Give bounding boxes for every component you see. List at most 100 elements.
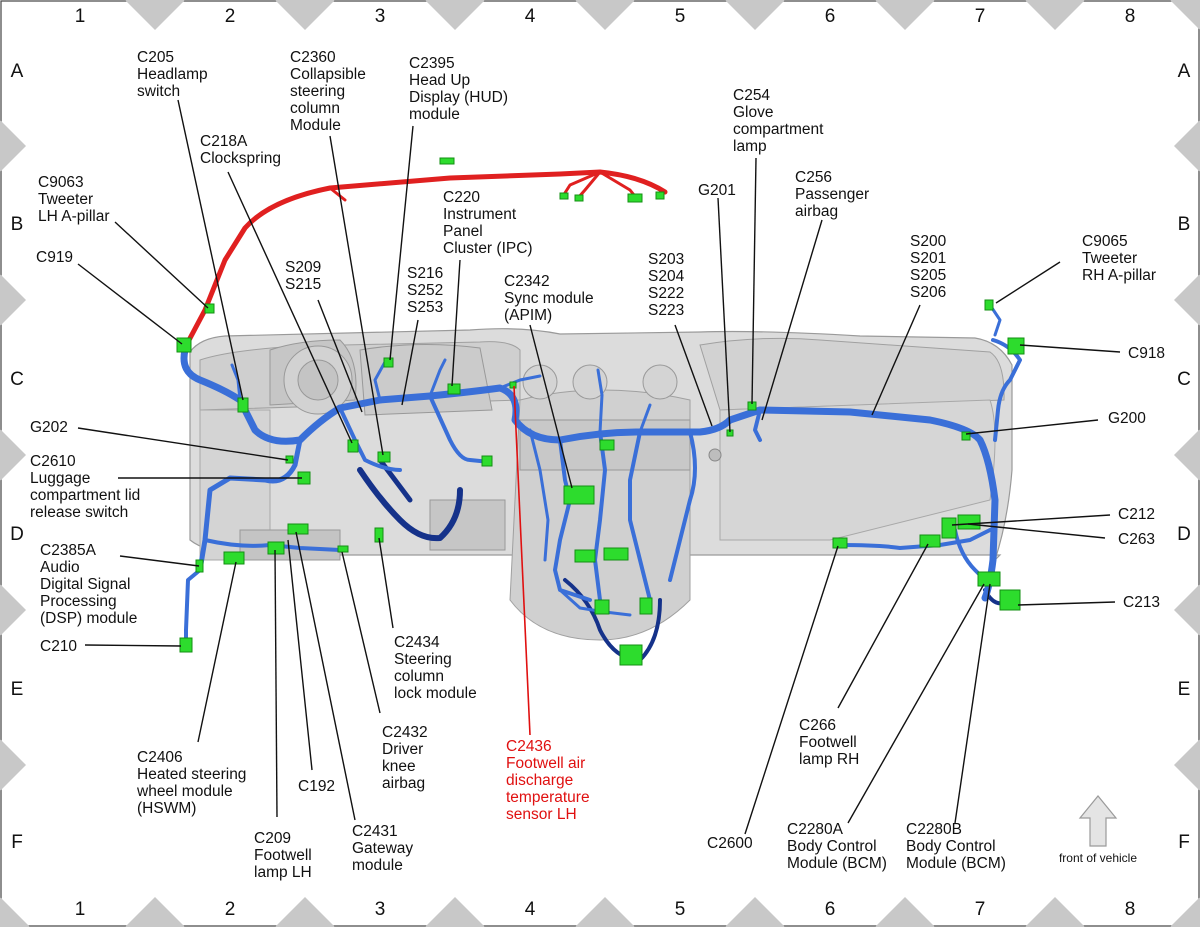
label-c210: C210 bbox=[40, 638, 77, 655]
label-line: C9063 bbox=[38, 174, 84, 191]
connector-c2431 bbox=[287, 523, 309, 535]
label-line: C218A bbox=[200, 133, 248, 150]
label-c918: C918 bbox=[1128, 345, 1165, 362]
grid-marker bbox=[1174, 120, 1200, 172]
label-g200: G200 bbox=[1108, 410, 1146, 427]
label-line: S201 bbox=[910, 250, 946, 267]
label-c213: C213 bbox=[1123, 594, 1160, 611]
label-line: S215 bbox=[285, 276, 321, 293]
label-line: C210 bbox=[40, 638, 77, 655]
connectors bbox=[176, 157, 1025, 666]
front-of-vehicle-label: front of vehicle bbox=[1059, 851, 1137, 865]
label-line: lamp LH bbox=[254, 864, 312, 881]
label-line: Head Up bbox=[409, 72, 470, 89]
grid-marker bbox=[575, 0, 635, 30]
label-line: C192 bbox=[298, 778, 335, 795]
connector-c2395 bbox=[383, 357, 394, 368]
label-line: steering bbox=[290, 83, 345, 100]
label-c192: C192 bbox=[298, 778, 335, 795]
label-line: RH A-pillar bbox=[1082, 267, 1156, 284]
label-line: C2610 bbox=[30, 453, 76, 470]
label-line: (DSP) module bbox=[40, 610, 137, 627]
label-line: C2385A bbox=[40, 542, 97, 559]
label-line: discharge bbox=[506, 772, 573, 789]
label-line: (APIM) bbox=[504, 307, 552, 324]
label-line: Audio bbox=[40, 559, 80, 576]
grid-col-label: 7 bbox=[975, 6, 986, 27]
grid-marker bbox=[0, 120, 26, 172]
label-line: C2280A bbox=[787, 821, 844, 838]
grid-marker bbox=[1174, 274, 1200, 326]
label-line: Glove bbox=[733, 104, 774, 121]
label-line: S216 bbox=[407, 265, 443, 282]
grid-col-label: 7 bbox=[975, 899, 986, 920]
connector-center-5 bbox=[594, 599, 610, 615]
grid-row-label: E bbox=[1178, 679, 1191, 700]
label-line: Clockspring bbox=[200, 150, 281, 167]
connector-red-mid2 bbox=[574, 194, 584, 202]
label-line: knee bbox=[382, 758, 416, 775]
grid-col-label: 5 bbox=[675, 899, 686, 920]
label-line: S209 bbox=[285, 259, 321, 276]
label-line: C254 bbox=[733, 87, 770, 104]
label-line: S204 bbox=[648, 268, 685, 285]
harness-red bbox=[185, 169, 668, 345]
label-line: C2360 bbox=[290, 49, 336, 66]
grid-marker bbox=[1025, 897, 1085, 927]
connector-c220 bbox=[447, 383, 461, 395]
label-line: (HSWM) bbox=[137, 800, 196, 817]
grid-marker bbox=[275, 0, 335, 30]
label-line: wheel module bbox=[136, 783, 233, 800]
label-line: Driver bbox=[382, 741, 423, 758]
label-line: sensor LH bbox=[506, 806, 577, 823]
grid-col-label: 2 bbox=[225, 899, 236, 920]
label-line: Digital Signal bbox=[40, 576, 130, 593]
grid-marker bbox=[0, 739, 26, 791]
label-line: release switch bbox=[30, 504, 128, 521]
label-line: Footwell bbox=[799, 734, 857, 751]
label-line: Body Control bbox=[906, 838, 996, 855]
label-line: Processing bbox=[40, 593, 117, 610]
label-line: S252 bbox=[407, 282, 443, 299]
label-line: Module (BCM) bbox=[906, 855, 1006, 872]
connector-c919 bbox=[176, 337, 192, 353]
label-line: switch bbox=[137, 83, 180, 100]
label-line: Footwell bbox=[254, 847, 312, 864]
label-line: C212 bbox=[1118, 506, 1155, 523]
label-line: C2395 bbox=[409, 55, 455, 72]
label-line: Body Control bbox=[787, 838, 877, 855]
connector-red-right bbox=[627, 193, 643, 203]
label-line: Module bbox=[290, 117, 341, 134]
grid-col-label: 5 bbox=[675, 6, 686, 27]
grid-marker bbox=[0, 274, 26, 326]
label-line: temperature bbox=[506, 789, 590, 806]
label-line: G202 bbox=[30, 419, 68, 436]
connector-c9065 bbox=[984, 299, 994, 311]
connector-c209 bbox=[267, 541, 285, 555]
grid-marker bbox=[1174, 429, 1200, 481]
grid-col-label: 3 bbox=[375, 6, 386, 27]
grid-marker bbox=[0, 897, 30, 927]
grid-row-label: A bbox=[1178, 61, 1191, 82]
label-g201: G201 bbox=[698, 182, 736, 199]
connector-red-mid1 bbox=[559, 192, 569, 200]
label-line: Instrument bbox=[443, 206, 517, 223]
label-line: C2600 bbox=[707, 835, 753, 852]
label-line: S205 bbox=[910, 267, 946, 284]
connector-center-3 bbox=[599, 439, 615, 451]
label-line: Gateway bbox=[352, 840, 413, 857]
connector-c2280b bbox=[977, 571, 1001, 587]
